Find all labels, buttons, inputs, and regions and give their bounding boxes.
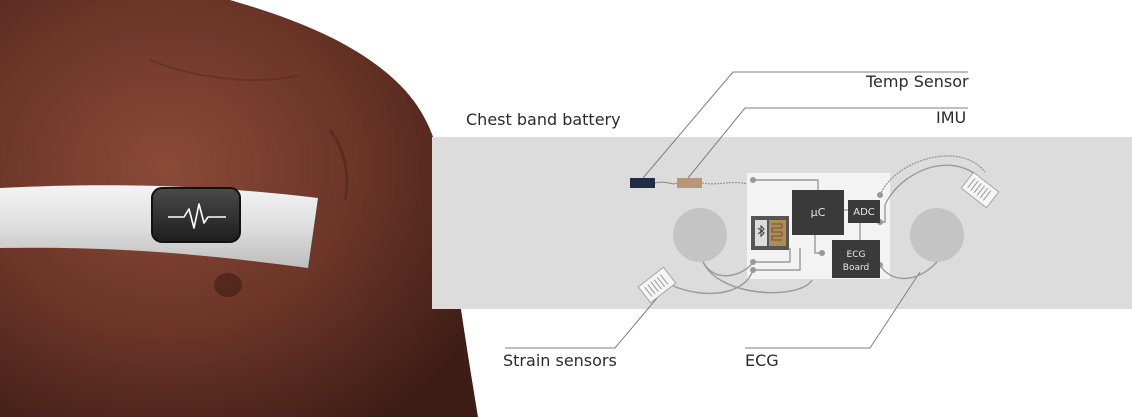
strain-sensor-right	[960, 171, 1000, 209]
ecg-board-chip	[832, 240, 880, 278]
adc-label: ADC	[853, 207, 875, 218]
ecg-electrode-left	[673, 208, 727, 262]
temp-sensor-label: Temp Sensor	[866, 72, 969, 91]
mcu-chip	[792, 190, 844, 235]
strain-sensors-label: Strain sensors	[503, 351, 617, 370]
bluetooth-icon	[757, 224, 765, 238]
chest-strap	[0, 185, 318, 268]
chest-band-battery-label: Chest band battery	[466, 110, 621, 129]
ecg-board-label-line1: ECG	[847, 250, 866, 260]
temp-sensor	[630, 178, 655, 188]
ecg-electrode-right	[910, 208, 964, 262]
bluetooth-module	[751, 216, 789, 250]
mcu-label: µC	[811, 206, 826, 219]
imu-label: IMU	[936, 108, 967, 127]
imu-sensor	[677, 178, 702, 188]
ecg-board-label-line2: Board	[843, 263, 869, 273]
leader-lines	[505, 71, 968, 349]
ecg-label: ECG	[745, 351, 779, 370]
strain-sensor-left	[637, 266, 677, 304]
adc-chip	[848, 200, 880, 223]
